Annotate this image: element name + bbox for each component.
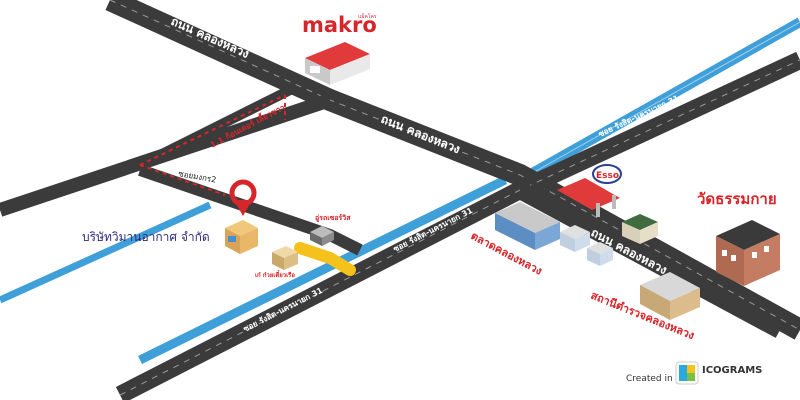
company-label: บริษัทวิมานอากาศ จำกัด bbox=[82, 230, 210, 244]
canals bbox=[0, 17, 800, 365]
shophouse-cluster bbox=[560, 225, 613, 266]
highlight-route bbox=[294, 242, 356, 276]
canal-lower bbox=[138, 175, 507, 365]
created-in-label: Created in bbox=[626, 374, 673, 384]
makro-small-label: แม็คโคร bbox=[358, 12, 377, 20]
temple-landmark: วัดธรรมกาย bbox=[697, 190, 780, 286]
route-dashed-1 bbox=[139, 94, 286, 166]
branding: Created in ICOGRAMS bbox=[626, 361, 762, 385]
house-landmark bbox=[622, 214, 658, 244]
location-pin-icon bbox=[229, 179, 257, 216]
canal-left bbox=[0, 201, 212, 304]
esso-label: Esso bbox=[596, 171, 619, 181]
route-dashed-2 bbox=[139, 164, 226, 196]
restaurant-landmark: เก๋ ก๋วยเตี๋ยวเรือ bbox=[255, 246, 298, 279]
police-landmark: สถานีตำรวจคลองหลวง bbox=[589, 272, 700, 342]
road-soi bbox=[115, 51, 800, 400]
temple-label: วัดธรรมกาย bbox=[697, 190, 777, 208]
service-center-landmark: อู่รถเซอร์วิส bbox=[310, 213, 351, 246]
makro-landmark: makro แม็คโคร bbox=[302, 12, 377, 85]
brand-label: ICOGRAMS bbox=[702, 365, 762, 376]
service-center-label: อู่รถเซอร์วิส bbox=[315, 213, 351, 223]
company-landmark: บริษัทวิมานอากาศ จำกัด bbox=[82, 179, 258, 254]
esso-logo bbox=[592, 164, 622, 184]
icograms-logo-icon bbox=[675, 361, 699, 385]
esso-landmark: Esso bbox=[557, 164, 622, 217]
makro-logo: makro bbox=[302, 13, 377, 37]
restaurant-label: เก๋ ก๋วยเตี๋ยวเรือ bbox=[255, 270, 295, 279]
road-right bbox=[515, 182, 785, 338]
